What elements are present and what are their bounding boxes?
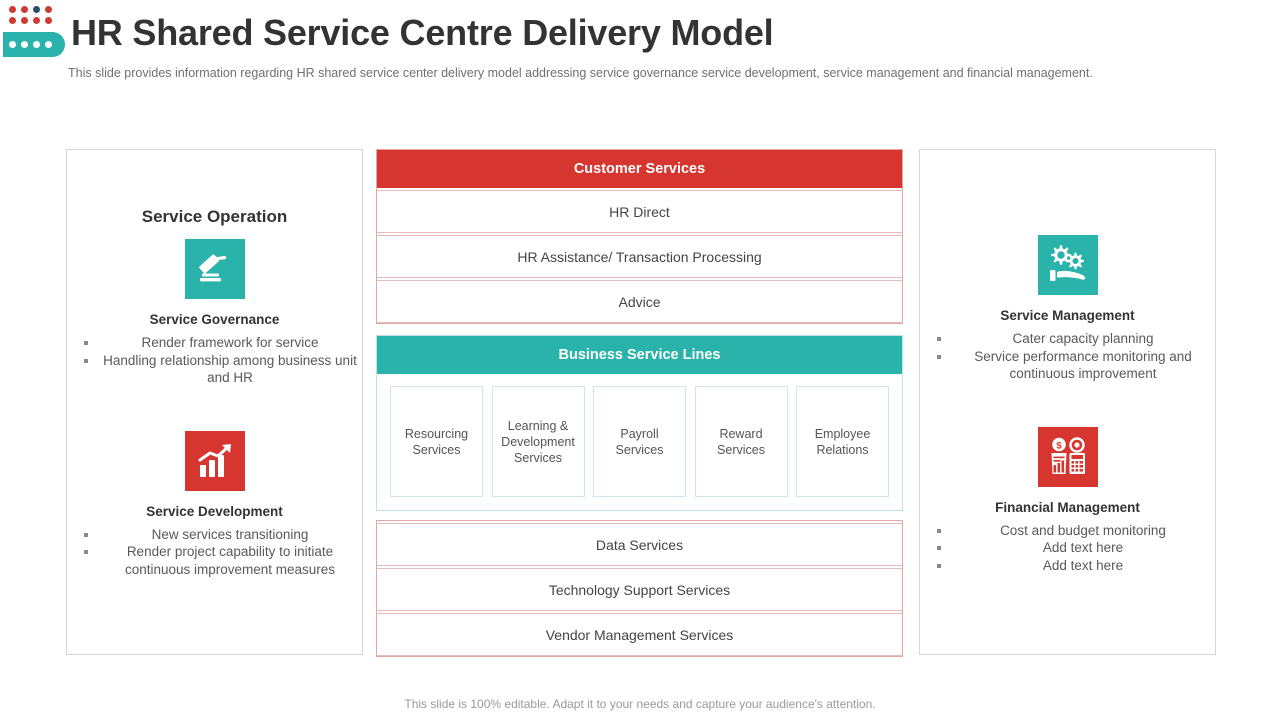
page-title: HR Shared Service Centre Delivery Model: [71, 12, 774, 53]
bullet-list-service-development: New services transitioning Render projec…: [81, 526, 362, 579]
list-item-data-services[interactable]: Data Services: [377, 523, 902, 566]
list-item: Add text here: [934, 557, 1215, 575]
logo-dot-icon: [33, 17, 40, 24]
list-item-technology-support-services[interactable]: Technology Support Services: [377, 568, 902, 611]
list-item: Add text here: [934, 539, 1215, 557]
slide-footer-note: This slide is 100% editable. Adapt it to…: [404, 697, 876, 711]
logo-dot-icon: [21, 6, 28, 13]
band-business-service-lines: Business Service Lines: [377, 336, 902, 374]
svg-text:$: $: [1056, 440, 1062, 451]
list-item: Render project capability to initiate co…: [81, 543, 362, 578]
list-item-advice[interactable]: Advice: [377, 280, 902, 323]
logo-dot-icon: [9, 6, 16, 13]
list-item: Cost and budget monitoring: [934, 522, 1215, 540]
logo-dot-row: [7, 6, 65, 13]
panel-heading-service-operation: Service Operation: [141, 207, 288, 226]
center-column: Customer Services HR Direct HR Assistanc…: [376, 149, 903, 657]
list-item-hr-direct[interactable]: HR Direct: [377, 190, 902, 233]
money-calculator-icon: $: [1037, 426, 1098, 487]
business-service-line-cards: Resourcing Services Learning & Developme…: [377, 374, 902, 510]
list-item-vendor-management-services[interactable]: Vendor Management Services: [377, 613, 902, 656]
list-item-hr-assistance[interactable]: HR Assistance/ Transaction Processing: [377, 235, 902, 278]
service-governance-block: Service Governance Render framework for …: [67, 239, 362, 387]
logo-pill-shape: [3, 32, 65, 57]
service-management-block: Service Management Cater capacity planni…: [920, 235, 1215, 383]
bullet-list-service-management: Cater capacity planning Service performa…: [934, 330, 1215, 383]
bar-chart-growth-icon: [184, 430, 245, 491]
financial-management-block: $: [920, 426, 1215, 575]
list-item: Service performance monitoring and conti…: [934, 348, 1215, 383]
line-card-payroll-services[interactable]: Payroll Services: [593, 386, 686, 497]
list-item: Handling relationship among business uni…: [81, 352, 362, 387]
logo-dot-icon: [9, 17, 16, 24]
logo-dot-white-icon: [33, 41, 40, 48]
band-customer-services: Customer Services: [377, 150, 902, 188]
gavel-icon: [184, 239, 245, 299]
logo-dot-icon: [45, 17, 52, 24]
service-operation-panel: Service Operation Service Governance Ren…: [66, 149, 363, 655]
bullet-list-service-governance: Render framework for service Handling re…: [81, 334, 362, 387]
line-card-reward-services[interactable]: Reward Services: [694, 386, 788, 497]
logo-dot-grid: [7, 6, 65, 28]
shared-services-group: Data Services Technology Support Service…: [376, 520, 903, 657]
logo-dot-icon: [21, 17, 28, 24]
logo-dot-white-icon: [45, 41, 52, 48]
list-item: Render framework for service: [81, 334, 362, 352]
logo-dot-row-white: [3, 32, 65, 48]
logo-dot-navy-icon: [33, 6, 40, 13]
list-item: Cater capacity planning: [934, 330, 1215, 348]
brand-logo: [3, 6, 65, 57]
customer-services-group: Customer Services HR Direct HR Assistanc…: [376, 149, 903, 324]
business-service-lines-group: Business Service Lines Resourcing Servic…: [376, 335, 903, 511]
list-item: New services transitioning: [81, 526, 362, 544]
service-development-block: Service Development New services transit…: [67, 430, 362, 579]
line-card-resourcing-services[interactable]: Resourcing Services: [390, 386, 483, 497]
logo-dot-icon: [45, 6, 52, 13]
block-title-service-development: Service Development: [146, 503, 283, 519]
block-title-service-governance: Service Governance: [149, 312, 280, 327]
logo-dot-row: [7, 17, 65, 24]
slide-header: HR Shared Service Centre Delivery Model …: [0, 0, 1280, 105]
line-card-employee-relations[interactable]: Employee Relations: [796, 386, 889, 497]
management-panel: Service Management Cater capacity planni…: [919, 149, 1216, 655]
line-card-learning-development-services[interactable]: Learning & Development Services: [491, 386, 585, 497]
block-title-financial-management: Financial Management: [995, 499, 1140, 515]
logo-dot-white-icon: [21, 41, 28, 48]
page-subtitle: This slide provides information regardin…: [68, 66, 1093, 80]
logo-dot-white-icon: [9, 41, 16, 48]
block-title-service-management: Service Management: [1000, 308, 1135, 323]
bullet-list-financial-management: Cost and budget monitoring Add text here…: [934, 522, 1215, 575]
hand-gears-icon: [1037, 235, 1098, 295]
